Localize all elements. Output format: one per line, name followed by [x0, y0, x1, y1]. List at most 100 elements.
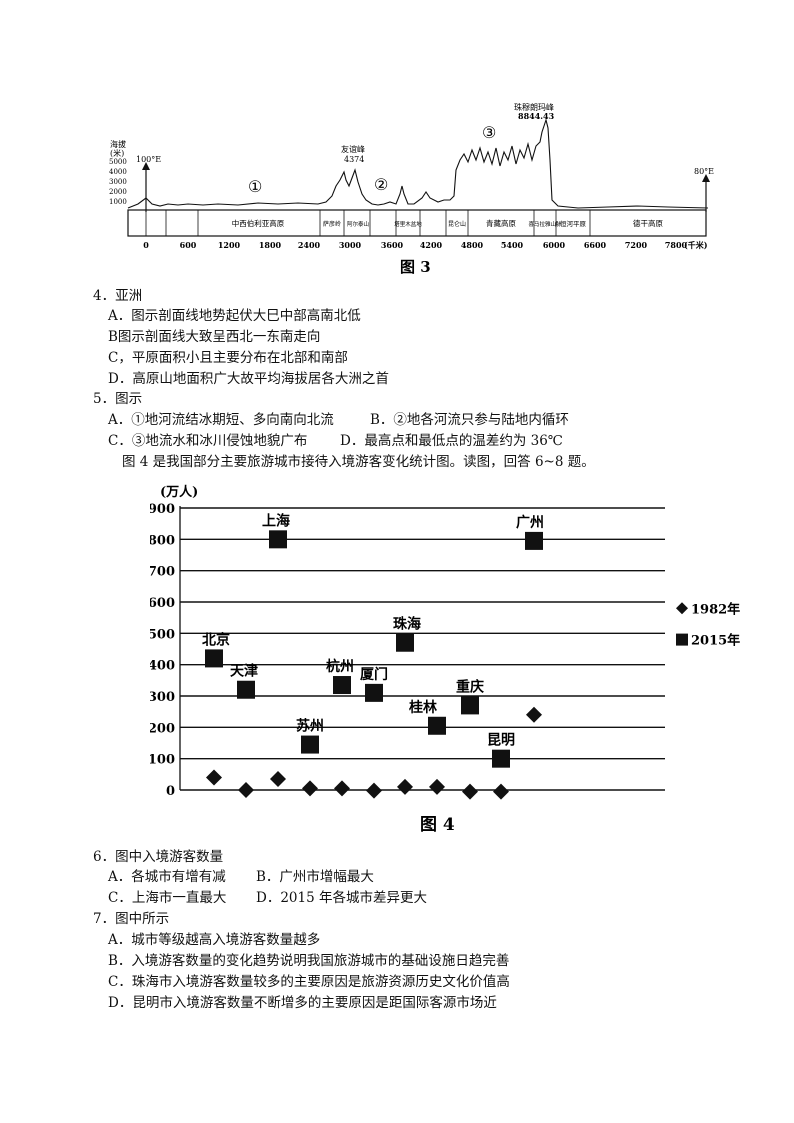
- q4-stem: 4．亚洲: [93, 288, 143, 304]
- chart-y-tick: 0: [166, 784, 175, 799]
- city-label: 广州: [516, 514, 544, 531]
- q4-option-b: B图示剖面线大致呈西北一东南走向: [108, 329, 321, 345]
- q5-option-d: D．最高点和最低点的温差约为 36℃: [340, 433, 563, 449]
- marker-2015: [492, 749, 510, 768]
- marker-3: ③: [482, 123, 496, 142]
- everest-label: 珠穆朗玛峰: [514, 102, 554, 112]
- marker-2015: [333, 676, 351, 695]
- marker-1982: [270, 771, 286, 788]
- city-label: 厦门: [360, 666, 388, 683]
- chart-y-tick: 300: [150, 690, 175, 705]
- marker-1982: [238, 782, 254, 798]
- marker-2015: [461, 696, 479, 715]
- q7-option-d: D．昆明市入境游客数量不断增多的主要原因是距国际客源市场近: [108, 995, 497, 1011]
- y-tick: 4000: [109, 168, 127, 176]
- region-label: 青藏高原: [486, 218, 516, 228]
- x-tick: 4200: [420, 240, 443, 250]
- q6-option-a: A．各城市有增有减: [108, 869, 226, 885]
- chart-y-tick: 800: [150, 533, 175, 548]
- q6-option-b: B．广州市增幅最大: [256, 869, 374, 885]
- y-ticks: 5000 4000 3000 2000 1000: [109, 158, 127, 206]
- marker-1: ①: [248, 177, 262, 196]
- city-label: 苏州: [296, 718, 324, 735]
- marker-1982: [397, 778, 413, 795]
- q6-option-c: C．上海市一直最大: [108, 890, 227, 906]
- chart-y-tick: 600: [150, 596, 175, 611]
- marker-1982: [334, 780, 350, 797]
- y-tick: 5000: [109, 158, 127, 166]
- region-label: 喜马拉雅山脉: [528, 220, 562, 228]
- marker-1982: [302, 780, 318, 797]
- x-unit: (千米): [684, 240, 708, 250]
- q6-stem: 6．图中入境游客数量: [93, 849, 224, 865]
- q5-option-c: C．③地流水和冰川侵蚀地貌广布: [108, 433, 308, 449]
- marker-2015: [428, 716, 446, 735]
- chart-y-label: (万人): [160, 484, 198, 500]
- region-label: 萨彦岭: [323, 220, 341, 228]
- q7-option-a: A．城市等级越高入境游客数量越多: [108, 932, 321, 948]
- marker-1982: [206, 769, 222, 786]
- y-tick: 3000: [109, 178, 127, 186]
- q5-option-b: B．②地各河流只参与陆地内循环: [370, 412, 569, 428]
- region-label: 阿尔泰山: [347, 220, 369, 228]
- city-label: 珠海: [393, 616, 421, 633]
- marker-2015: [525, 531, 543, 550]
- marker-2015: [205, 649, 223, 668]
- x-tick: 7200: [625, 240, 648, 250]
- q5-stem: 5．图示: [93, 391, 143, 407]
- y-tick: 1000: [109, 198, 127, 206]
- city-label: 上海: [262, 512, 290, 529]
- q4-option-a: A．图示剖面线地势起伏大巳中部高南北低: [108, 308, 361, 324]
- marker-2015: [365, 683, 383, 702]
- region-label: 恒河平原: [560, 219, 587, 228]
- peak-label: 友谊峰: [341, 144, 365, 154]
- q7-stem: 7．图中所示: [93, 911, 170, 927]
- region-label: 德干高原: [633, 218, 663, 228]
- chart-y-tick: 400: [150, 659, 175, 674]
- q7-option-c: C．珠海市入境游客数量较多的主要原因是旅游资源历史文化价值高: [108, 974, 510, 990]
- figure3-caption: 图 3: [400, 258, 431, 276]
- city-label: 北京: [202, 631, 230, 648]
- region-label: 塔里木盆地: [394, 220, 422, 228]
- figure4-caption: 图 4: [420, 815, 455, 835]
- everest-value: 8844.43: [518, 111, 555, 121]
- marker-1982: [366, 782, 382, 799]
- city-label: 重庆: [456, 678, 484, 695]
- left-meridian-label: 100°E: [136, 155, 161, 164]
- x-tick: 2400: [298, 240, 321, 250]
- marker-1982: [493, 783, 509, 800]
- figure4-intro: 图 4 是我国部分主要旅游城市接待入境游客变化统计图。读图，回答 6~8 题。: [122, 454, 595, 470]
- chart-y-tick: 200: [150, 721, 175, 736]
- x-tick: 5400: [501, 240, 524, 250]
- right-meridian-label: 80°E: [694, 167, 714, 176]
- x-tick: 1200: [218, 240, 241, 250]
- x-tick: 1800: [259, 240, 282, 250]
- chart-y-tick: 500: [150, 627, 175, 642]
- x-tick: 7800: [665, 240, 688, 250]
- chart-y-tick: 100: [150, 753, 175, 768]
- legend-1982-marker: [676, 602, 688, 615]
- q4-option-c: C，平原面积小且主要分布在北部和南部: [108, 350, 348, 366]
- x-tick: 0: [143, 240, 149, 250]
- q7-option-b: B．入境游客数量的变化趋势说明我国旅游城市的基础设施日趋完善: [108, 953, 510, 969]
- terrain-profile: [127, 118, 709, 209]
- q6-option-d: D．2015 年各城市差异更大: [256, 890, 427, 906]
- legend-2015-label: 2015年: [691, 633, 740, 649]
- chart-y-tick: 900: [150, 502, 175, 517]
- region-label: 昆仑山: [448, 220, 466, 228]
- marker-2: ②: [374, 175, 388, 194]
- marker-2015: [237, 680, 255, 699]
- city-label: 天津: [230, 663, 258, 680]
- y-tick: 2000: [109, 188, 127, 196]
- q4-option-d: D．高原山地面积广大故平均海拔居各大洲之首: [108, 371, 389, 387]
- profile-figure: 海拔 (米) 5000 4000 3000 2000 1000 100°E 80…: [109, 102, 714, 276]
- x-tick: 6600: [584, 240, 607, 250]
- city-label: 昆明: [487, 733, 515, 749]
- legend-2015-marker: [676, 633, 688, 646]
- legend-1982-label: 1982年: [691, 601, 740, 617]
- x-tick: 600: [180, 240, 197, 250]
- city-label: 桂林: [408, 699, 437, 716]
- city-label: 杭州: [326, 658, 354, 675]
- region-label: 中西伯利亚高原: [232, 218, 285, 228]
